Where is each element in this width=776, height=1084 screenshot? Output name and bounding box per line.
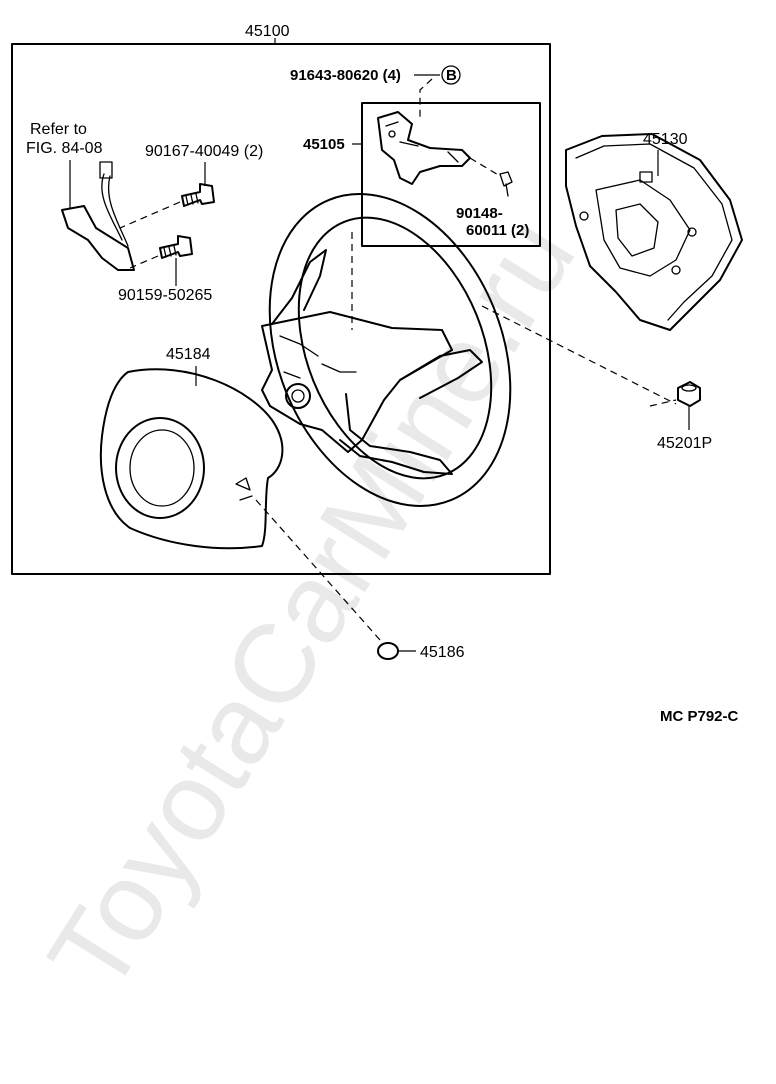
bolt-upper-dash [119, 201, 181, 229]
pad-bolt-hole-1 [579, 211, 589, 221]
nut-top [681, 384, 697, 392]
cover-part [99, 368, 284, 550]
label-45184: 45184 [166, 346, 211, 363]
wheel-to-nut-dash [481, 305, 677, 405]
ref-b-marker [441, 65, 461, 85]
harness-plug [99, 161, 113, 179]
label-45201p: 45201P [657, 435, 712, 452]
label-90148: 90148- [456, 205, 503, 222]
pad-bolt-hole-2 [687, 227, 697, 237]
cover-ring-outer [115, 417, 205, 519]
screw-b-dash [419, 78, 433, 118]
pad-rim [575, 143, 733, 321]
bolt-lower-dash [129, 255, 159, 269]
diagram-code: MC P792-C [660, 708, 739, 725]
small-screw-dash [469, 157, 501, 177]
bracket-detail [385, 121, 459, 163]
bracket-frame [361, 102, 541, 247]
label-refer-to: Refer to [30, 121, 87, 138]
harness-wire [101, 173, 129, 247]
label-fig-84-08: FIG. 84-08 [26, 140, 103, 157]
watermark-text: ToyotaCarMine.ru [24, 197, 598, 1013]
wheel-spoke-left [271, 249, 327, 325]
cover-notch [235, 477, 253, 501]
nut-dash-short [649, 399, 677, 407]
pad-outer [565, 133, 743, 331]
label-60011: 60011 (2) [466, 222, 529, 239]
bolt-lower-thread [163, 245, 177, 258]
pad-connector [639, 171, 653, 183]
label-45105: 45105 [303, 136, 345, 153]
cover-ring-inner [129, 429, 195, 507]
ref-b-letter: B [446, 67, 457, 84]
label-45100: 45100 [245, 23, 290, 40]
nut-45201p [677, 381, 701, 407]
airbag-pad [565, 133, 743, 331]
label-90167-40049: 90167-40049 (2) [145, 143, 263, 160]
assembly-frame [11, 43, 551, 575]
cover-outer [99, 368, 284, 550]
wheel-spoke-bottom [339, 393, 453, 475]
cap-45186 [377, 642, 399, 660]
wheel-boss-inner [291, 389, 305, 403]
harness-connector [61, 205, 135, 271]
label-91643-80620: 91643-80620 (4) [290, 67, 401, 84]
pad-bolt-hole-3 [671, 265, 681, 275]
wheel-boss [285, 383, 311, 409]
wheel-spoke-right [399, 349, 483, 399]
bolt-upper-thread [185, 193, 199, 206]
bolt-lower [159, 235, 193, 259]
bracket-hole [388, 130, 396, 138]
steering-wheel [261, 193, 512, 507]
wheel-hub-detail [279, 335, 357, 379]
label-90159-50265: 90159-50265 [118, 287, 212, 304]
pad-inner-2 [615, 203, 659, 257]
small-screw [499, 171, 513, 197]
bracket-part [377, 111, 471, 185]
pad-inner [595, 179, 691, 277]
label-45186: 45186 [420, 644, 465, 661]
bolt-upper [181, 183, 215, 207]
